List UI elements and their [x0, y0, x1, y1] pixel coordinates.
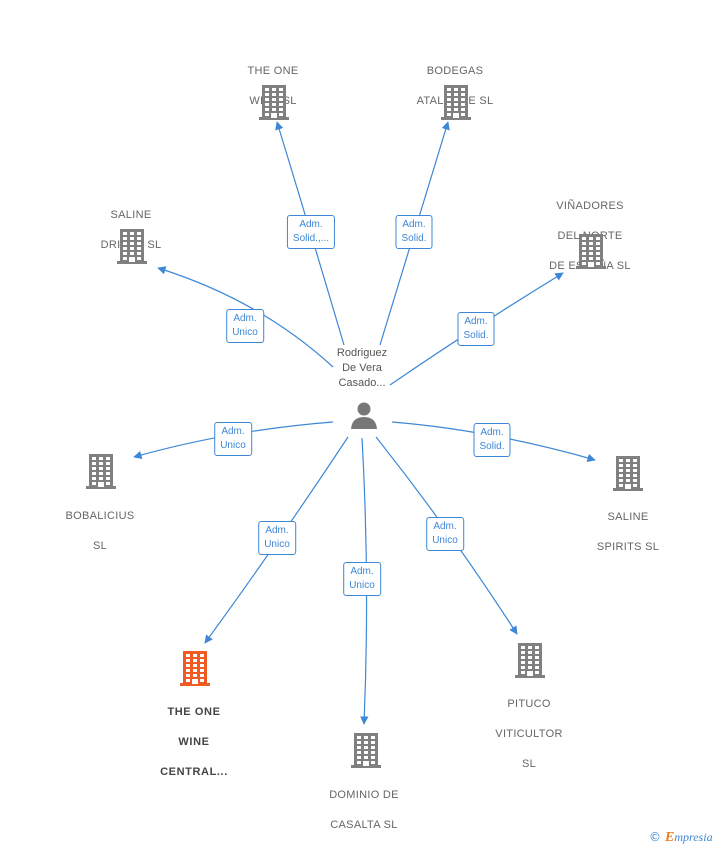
building-icon[interactable] [576, 233, 606, 269]
brand-logo-text: mpresia [674, 830, 713, 844]
relation-label-vinadores-del-norte[interactable]: Adm. Solid. [457, 312, 495, 346]
relation-line: Solid. [479, 441, 505, 452]
brand-logo-initial: E [665, 830, 675, 845]
node-label-line: CENTRAL... [160, 766, 228, 778]
relation-label-saline-spirits-sl[interactable]: Adm. Solid. [473, 423, 511, 457]
node-label-line: SALINE [607, 511, 649, 523]
relation-line: Unico [432, 535, 458, 546]
node-label-pituco-viticultor-sl[interactable]: PITUCO VITICULTOR SL [495, 682, 562, 787]
relation-label-bodegas-atalaque-sl[interactable]: Adm. Solid. [395, 215, 433, 249]
node-label-line: SPIRITS SL [596, 541, 660, 553]
node-label-line: BODEGAS [426, 65, 484, 77]
relation-line: Unico [264, 539, 290, 550]
building-icon-highlighted[interactable] [180, 650, 210, 686]
node-label-line: DOMINIO DE [329, 789, 399, 801]
relation-line: Adm. [433, 521, 457, 532]
relation-label-dominio-de-casalta-sl[interactable]: Adm. Unico [343, 562, 381, 596]
relation-label-the-one-wine-central[interactable]: Adm. Unico [258, 521, 296, 555]
node-label-line: THE ONE [247, 65, 299, 77]
relation-label-bobalicius-sl[interactable]: Adm. Unico [214, 422, 252, 456]
relation-line: Unico [232, 327, 258, 338]
relation-line: Solid. [401, 233, 427, 244]
relation-line: Unico [220, 440, 246, 451]
node-label-line: SL [521, 758, 537, 770]
relation-label-the-one-wine-sl[interactable]: Adm. Solid.,... [286, 215, 336, 249]
relation-line: Unico [349, 580, 375, 591]
relation-line: Adm. [480, 427, 504, 438]
brand-footer[interactable]: © Empresia [649, 830, 713, 846]
node-label-saline-spirits-sl[interactable]: SALINE SPIRITS SL [597, 495, 659, 570]
relation-line: Adm. [233, 313, 257, 324]
person-name-line3: Casado... [338, 377, 386, 389]
relation-line: Solid. [463, 330, 489, 341]
node-label-line: BOBALICIUS [65, 510, 135, 522]
edge-saline-drinks-sl [157, 266, 334, 368]
relation-label-saline-drinks-sl[interactable]: Adm. Unico [226, 309, 264, 343]
node-label-line: PITUCO [507, 698, 551, 710]
node-label-line: WINE [178, 736, 210, 748]
node-label-dominio-de-casalta-sl[interactable]: DOMINIO DE CASALTA SL [329, 773, 399, 848]
relation-line: Adm. [402, 219, 426, 230]
relation-line: Adm. [221, 426, 245, 437]
node-label-line: SALINE [110, 209, 152, 221]
node-label-line: CASALTA SL [330, 819, 398, 831]
relation-line: Solid.,... [292, 233, 330, 244]
person-name-line1: Rodriguez [336, 347, 388, 359]
relation-line: Adm. [464, 316, 488, 327]
relation-line: Adm. [265, 525, 289, 536]
building-icon[interactable] [117, 228, 147, 264]
copyright-icon: © [649, 830, 661, 844]
building-icon[interactable] [259, 84, 289, 120]
building-icon[interactable] [515, 642, 545, 678]
person-name[interactable]: Rodriguez De Vera Casado... [337, 346, 387, 391]
node-label-bobalicius-sl[interactable]: BOBALICIUS SL [65, 494, 134, 569]
node-label-the-one-wine-central[interactable]: THE ONE WINE CENTRAL... [160, 690, 228, 795]
node-label-line: THE ONE [167, 706, 221, 718]
relation-line: Adm. [299, 219, 323, 230]
building-icon[interactable] [613, 455, 643, 491]
relation-label-pituco-viticultor-sl[interactable]: Adm. Unico [426, 517, 464, 551]
node-label-line: SL [92, 540, 108, 552]
building-icon[interactable] [86, 453, 116, 489]
building-icon[interactable] [351, 732, 381, 768]
node-label-line: VITICULTOR [495, 728, 563, 740]
person-icon[interactable] [349, 400, 379, 430]
person-name-line2: De Vera [342, 362, 382, 374]
node-label-line: VIÑADORES [556, 200, 624, 212]
building-icon[interactable] [441, 84, 471, 120]
relation-line: Adm. [350, 566, 374, 577]
